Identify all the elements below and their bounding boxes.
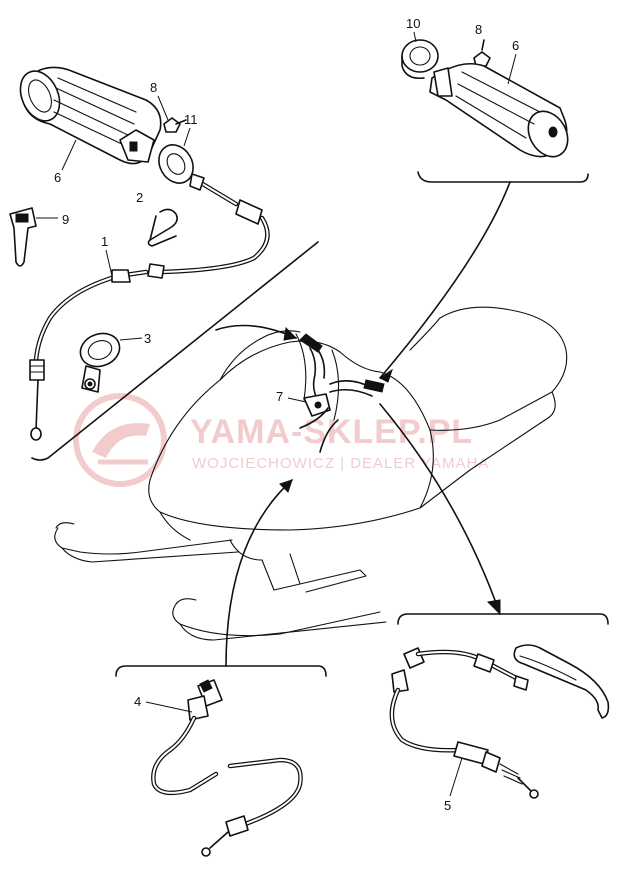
watermark-tagline: WOJCIECHOWICZ | DEALER YAMAHA: [192, 455, 489, 472]
callout-11: 11: [184, 112, 198, 127]
snowmobile-outline: [54, 306, 568, 641]
part-5-brake-cable: [389, 644, 610, 799]
part-2-clip: [147, 208, 178, 247]
part-6-right-grip: [429, 62, 569, 158]
left-grip-arrow-tip: [299, 333, 323, 353]
callout-6-right: 6: [512, 38, 519, 53]
right-grip-arrow-tip: [363, 379, 385, 393]
callout-8-right: 8: [475, 22, 482, 37]
arrow-cable-5: [379, 403, 501, 615]
part-11-collar: [158, 144, 194, 184]
callout-4: 4: [134, 694, 141, 709]
frame-lines: [31, 171, 609, 677]
handlebar-area: [299, 333, 385, 417]
bottom-right-group-bracket: [397, 613, 609, 625]
part-9-key: [9, 207, 37, 267]
part-4-choke-cable: [151, 679, 303, 857]
part-3-band-clamp: [79, 332, 121, 393]
part-6-left-grip: [19, 66, 162, 165]
part-8-left-screw: [163, 117, 187, 133]
arrow-left-group: [215, 324, 297, 339]
callout-8-left: 8: [150, 80, 157, 95]
callout-5: 5: [444, 798, 451, 813]
part-10-ring: [401, 39, 439, 80]
callout-7: 7: [276, 389, 283, 404]
callout-2: 2: [136, 190, 143, 205]
bottom-left-group-bracket: [115, 665, 327, 677]
callout-1: 1: [101, 234, 108, 249]
part-1-throttle-cable: [29, 173, 270, 441]
callout-labels: 1 2 3 4 5 6 6 7 8 8 9 10 11: [36, 16, 519, 813]
assembly-arrows: [215, 181, 511, 667]
left-group-bracket: [31, 241, 319, 461]
part-8-right-screw: [473, 39, 491, 67]
callout-9: 9: [62, 212, 69, 227]
callout-10: 10: [406, 16, 420, 31]
arrow-cable-4: [225, 479, 293, 667]
watermark-logo-icon: [73, 393, 167, 487]
arrow-top-right-group: [379, 181, 511, 379]
top-right-group-bracket: [417, 171, 589, 183]
watermark: YAMA-SKLEP.PL WOJCIECHOWICZ | DEALER YAM…: [73, 393, 489, 487]
callout-6-left: 6: [54, 170, 61, 185]
callout-3: 3: [144, 331, 151, 346]
